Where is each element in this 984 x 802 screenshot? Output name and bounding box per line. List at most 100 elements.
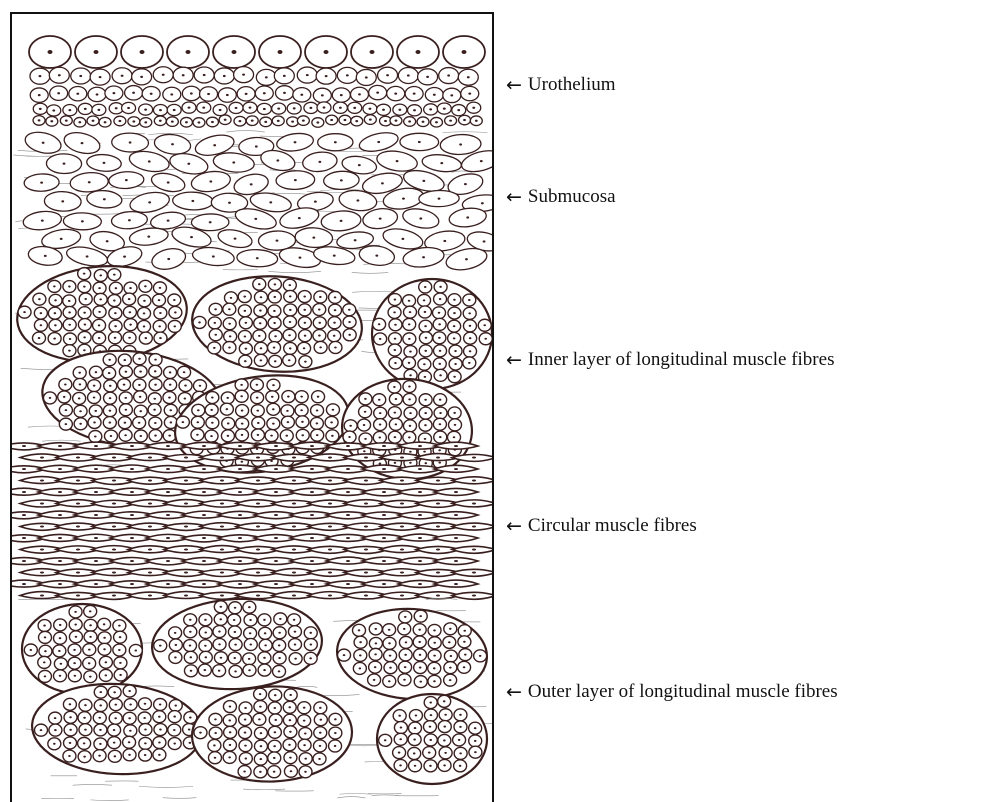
cell-nucleus [379,217,382,219]
cell-nucleus [419,217,422,219]
cell-nucleus [23,311,26,313]
fibre-nucleus [382,583,386,585]
connective-strand [226,131,264,132]
fibre-nucleus [238,514,242,516]
fibre-nucleus [130,491,134,493]
cell-nucleus [439,423,442,425]
cell-nucleus [454,424,457,426]
cell-nucleus [243,296,246,298]
cell-nucleus [244,360,247,362]
cell-nucleus [276,159,279,161]
fibre-nucleus [238,491,242,493]
cell-nucleus [294,179,297,181]
cell-nucleus [409,451,412,453]
cell-nucleus [93,421,96,423]
cell-nucleus [188,728,191,730]
cell-nucleus [468,362,471,364]
cell-nucleus [259,310,262,312]
cell-nucleus [214,757,217,759]
cell-nucleus [83,349,86,351]
cell-nucleus [89,610,92,612]
cell-nucleus [423,363,426,365]
cell-nucleus [333,335,336,337]
cell-nucleus [83,756,86,758]
cell-nucleus [396,160,399,162]
cell-nucleus [466,216,469,218]
cell-nucleus [453,299,456,301]
cell-nucleus [248,658,251,660]
cell-nucleus [96,93,99,95]
cell-nucleus [115,287,118,289]
fibre-nucleus [454,583,458,585]
cell-nucleus [453,412,456,414]
cell-nucleus [168,397,171,399]
cell-nucleus [233,657,236,659]
left-arrow-icon: ← [506,681,522,703]
cell-nucleus [125,409,128,411]
fibre-nucleus [184,457,188,459]
cell-nucleus [128,337,131,339]
cell-nucleus [129,703,132,705]
cell-nucleus [240,395,243,397]
cell-nucleus [265,76,268,78]
cell-nucleus [375,642,378,644]
cell-nucleus [279,618,282,620]
cell-nucleus [288,706,291,708]
cell-nucleus [97,109,100,111]
fibre-nucleus [292,549,296,551]
cell-nucleus [273,757,276,759]
cell-nucleus [113,92,116,94]
cell-nucleus [210,435,213,437]
cell-nucleus [403,628,406,630]
cell-nucleus [258,718,261,720]
cell-nucleus [119,662,122,664]
cell-nucleus [129,730,132,732]
cell-nucleus [68,286,71,288]
cell-nucleus [182,421,185,423]
tissue-drawing [12,14,492,802]
cell-nucleus [399,764,402,766]
cell-nucleus [312,237,315,239]
cell-nucleus [189,717,192,719]
cell-nucleus [301,434,304,436]
cell-nucleus [402,198,405,200]
cell-nucleus [128,754,131,756]
cell-nucleus [256,257,259,259]
cell-nucleus [54,312,57,314]
cell-nucleus [433,629,436,631]
cell-nucleus [61,200,64,202]
cell-nucleus [314,200,317,202]
cell-nucleus [109,385,112,387]
cell-nucleus [143,325,146,327]
muscle-bundle [377,694,487,784]
cell-nucleus [79,75,82,77]
cell-nucleus [388,629,391,631]
cell-nucleus [453,337,456,339]
cell-nucleus [474,751,477,753]
cell-nucleus [304,771,307,773]
cell-nucleus [190,236,193,238]
cell-nucleus [332,409,335,411]
fibre-nucleus [112,503,116,505]
cell-nucleus [416,50,421,54]
cell-nucleus [114,312,117,314]
cell-nucleus [419,654,422,656]
fibre-nucleus [310,560,314,562]
cell-nucleus [125,179,128,181]
cell-nucleus [318,335,321,337]
fibre-nucleus [418,583,422,585]
cell-nucleus [321,94,324,96]
cell-nucleus [103,623,106,625]
fibre-nucleus [76,572,80,574]
cell-nucleus [54,717,57,719]
cell-nucleus [89,636,92,638]
fibre-nucleus [274,445,278,447]
cell-nucleus [348,309,351,311]
cell-nucleus [128,690,131,692]
cell-nucleus [209,221,212,223]
fibre-nucleus [346,560,350,562]
connective-strand [243,789,285,790]
cell-nucleus [288,284,291,286]
cell-nucleus [374,653,377,655]
cell-nucleus [191,200,194,202]
